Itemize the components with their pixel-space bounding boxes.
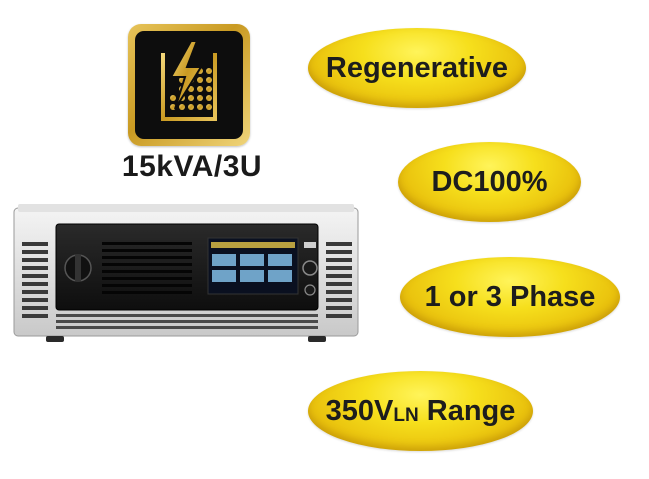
bottom-vents [56, 314, 318, 329]
battery-bolt-icon [161, 40, 217, 121]
feature-range-word: Range [418, 394, 516, 427]
feature-regenerative: Regenerative [308, 28, 526, 108]
feature-range-subscript: LN [393, 405, 419, 426]
feature-dc100: DC100% [398, 142, 581, 222]
regenerative-power-icon [128, 24, 250, 146]
icon-tile-inner [135, 31, 243, 139]
regenerative-ac-source-device [13, 204, 359, 342]
usb-port [304, 242, 316, 248]
panel-vents [102, 242, 192, 294]
feature-range-value: 350V [325, 394, 394, 427]
feature-dc100-label: DC100% [431, 165, 548, 198]
feature-regenerative-label: Regenerative [325, 51, 509, 84]
feature-phase-label: 1 or 3 Phase [424, 280, 596, 313]
right-vents [326, 242, 352, 318]
control-knob [302, 260, 318, 276]
power-rating-label: 15kVA/3U [121, 150, 263, 183]
left-vents [22, 242, 48, 318]
feature-phase: 1 or 3 Phase [400, 257, 620, 337]
output-knob [304, 284, 316, 296]
